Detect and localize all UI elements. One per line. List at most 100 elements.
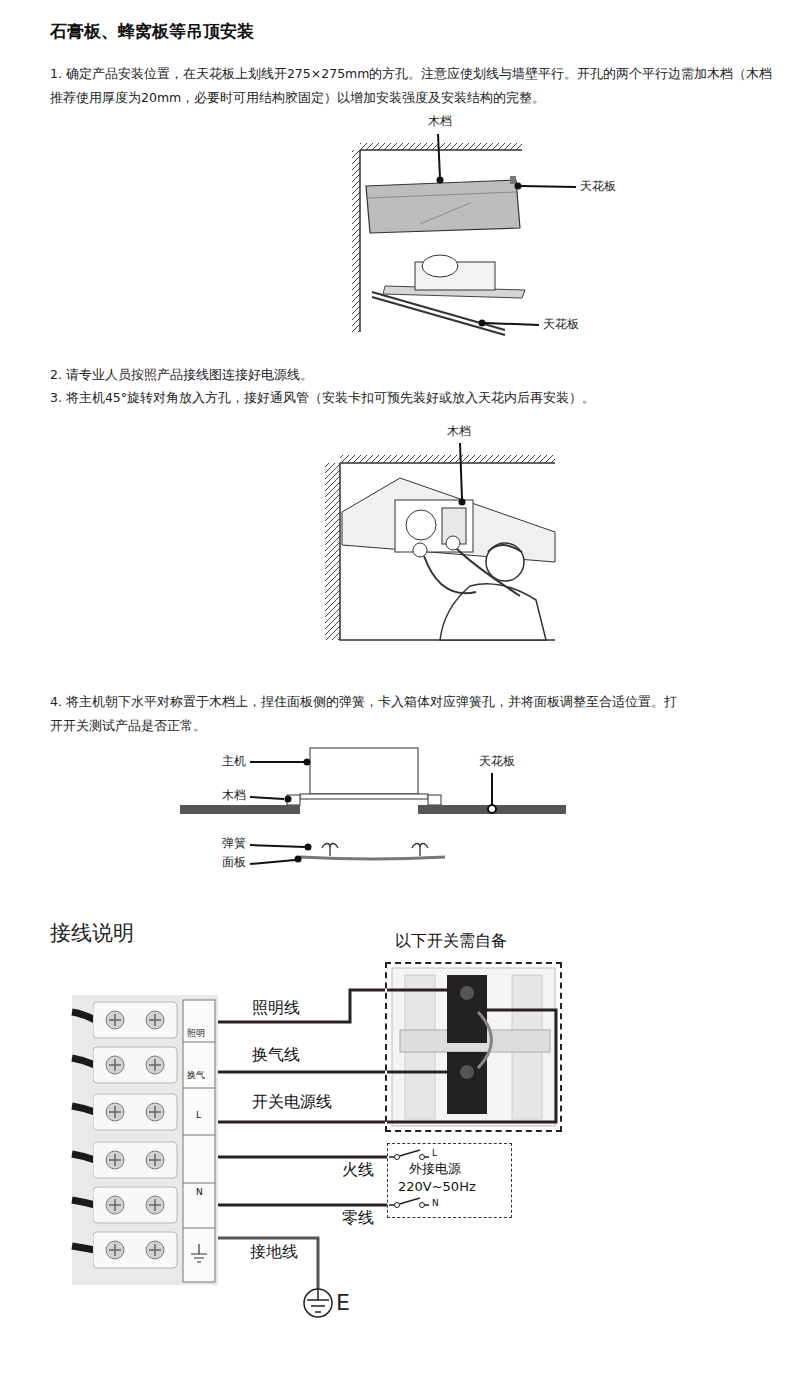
terminal: [93, 1187, 177, 1223]
node-text: N: [196, 1187, 203, 1197]
label-holder: 木档: [222, 789, 246, 803]
lower-ceiling: [372, 292, 505, 335]
wire-label: 接地线: [250, 1243, 298, 1261]
label-holder: 天花板: [580, 180, 616, 194]
ceiling-slab: [366, 180, 520, 233]
section-heading: 接线说明: [50, 921, 134, 945]
leader-dot: [437, 177, 444, 184]
ground-symbol: [304, 1289, 332, 1317]
leader-dot: [285, 796, 292, 803]
unit-flange: [300, 794, 428, 799]
wood-batten: [428, 795, 441, 805]
node-text-holder: 换气: [187, 1070, 205, 1080]
terminal: [93, 1232, 177, 1268]
edge-label-holder: 开关电源线: [250, 1093, 334, 1111]
switch-screw: [460, 1065, 474, 1079]
step-text: 4. 将主机朝下水平对称置于木档上，捏住面板侧的弹簧，卡入箱体对应弹簧孔，并将面…: [50, 690, 678, 738]
switch-screw: [460, 986, 474, 1000]
terminal: [93, 1142, 177, 1178]
terminal: [93, 1047, 177, 1083]
wire-label: 照明线: [250, 999, 302, 1017]
node-text-holder: L: [432, 1148, 437, 1158]
blower: [406, 510, 436, 540]
edge-label-holder: 换气线: [250, 1046, 302, 1064]
strip-divider: [183, 1042, 215, 1228]
node-text-holder: N: [432, 1198, 439, 1208]
terminal-block: 照明换气 L N: [72, 995, 218, 1285]
wire-label: 换气线: [250, 1046, 302, 1064]
leader-dot: [488, 805, 496, 813]
breaker-contact: [395, 1203, 400, 1208]
leader-line: [485, 323, 539, 325]
leader-line: [521, 186, 576, 187]
node-text-holder: 以下开关需自备: [395, 932, 507, 950]
wall-hatch: [325, 463, 340, 640]
node-text: 换气: [187, 1070, 205, 1080]
ground-wire: [218, 1238, 318, 1289]
part-label: 天花板: [580, 180, 616, 194]
label-holder: 木档: [428, 115, 452, 129]
installer-head: [486, 543, 524, 581]
switch-terminal: [447, 975, 487, 1043]
ceiling-hatch: [340, 455, 555, 463]
node-text: L: [432, 1148, 437, 1158]
leader-line: [250, 797, 284, 799]
part-label: 木档: [447, 425, 471, 439]
spring-symbol: [322, 844, 428, 857]
node-text: N: [432, 1198, 439, 1208]
main-unit: [310, 748, 418, 794]
ground-letter: E: [336, 1290, 350, 1315]
terminal: [93, 1002, 177, 1038]
ceiling-bar: [418, 805, 566, 814]
label-holder: 2. 请专业人员按照产品接线图连接好电源线。: [50, 368, 313, 382]
leader-line: [250, 761, 304, 763]
part-label: 主机: [222, 755, 246, 769]
wall-line: [360, 150, 522, 332]
node-text-holder: 220V~50Hz: [398, 1180, 476, 1195]
blower: [422, 255, 458, 277]
part-label: 木档: [428, 115, 452, 129]
label-holder: 1. 确定产品安装位置，在天花板上划线开275×275mm的方孔。注意应使划线与…: [50, 62, 778, 110]
label-holder: 弹簧: [222, 837, 246, 851]
node-text-holder: 外接电源: [409, 1162, 461, 1177]
switch-plate: [392, 968, 555, 1126]
step-text: 2. 请专业人员按照产品接线图连接好电源线。: [50, 368, 313, 382]
node-text: 照明: [187, 1028, 205, 1038]
wall-line: [340, 463, 555, 640]
jumper-wire: [478, 1012, 492, 1068]
title-holder: 石膏板、蜂窝板等吊顶安装: [50, 22, 254, 42]
leader-dot: [479, 320, 486, 327]
node-text: 220V~50Hz: [398, 1180, 476, 1195]
node-text: L: [196, 1110, 201, 1120]
label-holder: 天花板: [543, 318, 579, 332]
breaker-contact: [395, 1155, 400, 1160]
wall-hatch: [352, 150, 360, 332]
label-holder: E: [336, 1290, 350, 1315]
terminal: [93, 1094, 177, 1130]
wood-batten: [510, 176, 516, 184]
breaker-contact: [420, 1155, 425, 1160]
node-text-holder: N: [196, 1187, 203, 1197]
part-label: 天花板: [543, 318, 579, 332]
wire-label: 火线: [340, 1161, 376, 1179]
part-label: 天花板: [479, 755, 515, 769]
label-holder: 面板: [222, 856, 246, 870]
installer-hand: [413, 543, 427, 557]
leader-line: [491, 773, 493, 805]
part-label: 面板: [222, 856, 246, 870]
wire-label: 开关电源线: [250, 1093, 334, 1111]
step-text: 3. 将主机45°旋转对角放入方孔，接好通风管（安装卡扣可预先装好或放入天花内后…: [50, 391, 595, 405]
leader-dot: [515, 183, 522, 190]
power-box: L 外接电源 220V~50HzN: [387, 1143, 512, 1218]
ceiling-hatch: [360, 143, 522, 150]
fan-unit: [395, 500, 473, 552]
wire-connector: [218, 1204, 387, 1207]
leader-dot: [304, 759, 311, 766]
node-text: 外接电源: [409, 1162, 461, 1177]
label-holder: 接线说明: [50, 921, 134, 945]
wire-connector: [218, 1071, 385, 1074]
wire-connector: [218, 1121, 385, 1124]
label-holder: 木档: [447, 425, 471, 439]
